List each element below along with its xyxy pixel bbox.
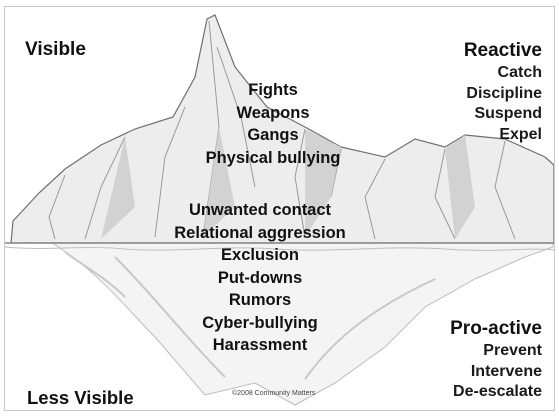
below-water-list: Unwanted contact Relational aggression E… xyxy=(138,199,382,357)
behavior-item: Gangs xyxy=(247,126,299,144)
copyright-notice: ©2008 Community Matters xyxy=(232,390,316,397)
behavior-item: Harassment xyxy=(212,336,308,354)
behavior-item: Put-downs xyxy=(217,268,303,287)
behavior-item: Rumors xyxy=(228,291,292,309)
behavior-item: Relational aggression xyxy=(174,223,346,242)
behavior-item: Weapons xyxy=(236,103,310,122)
proactive-item: De-escalate xyxy=(453,383,542,400)
reactive-item: Discipline xyxy=(466,84,542,102)
behavior-item: Physical bullying xyxy=(205,148,341,167)
reactive-heading: Reactive xyxy=(463,40,542,61)
reactive-item: Catch xyxy=(497,64,542,81)
proactive-item: Prevent xyxy=(483,342,542,359)
visible-label: Visible xyxy=(25,39,86,60)
reactive-list: Reactive Catch Discipline Suspend Expel xyxy=(464,39,542,145)
behavior-item: Unwanted contact xyxy=(188,201,332,219)
reactive-item: Expel xyxy=(499,125,542,143)
less-visible-label: Less Visible xyxy=(27,387,134,408)
proactive-list: Pro-active Prevent Intervene De-escalate xyxy=(450,317,542,403)
underwater-shading xyxy=(64,251,436,380)
iceberg-illustration xyxy=(5,14,554,406)
above-water-list: Fights Weapons Gangs Physical bullying xyxy=(183,79,363,169)
proactive-item: Intervene xyxy=(470,362,542,380)
proactive-heading: Pro-active xyxy=(450,318,542,339)
iceberg-slide: Visible Less Visible Fights Weapons Gang… xyxy=(4,6,555,411)
behavior-item: Exclusion xyxy=(221,246,299,264)
behavior-item: Fights xyxy=(248,81,298,99)
iceberg-above-water xyxy=(10,14,554,244)
behavior-item: Cyber-bullying xyxy=(202,313,318,332)
water-ripples xyxy=(5,246,554,251)
reactive-item: Suspend xyxy=(474,105,542,122)
